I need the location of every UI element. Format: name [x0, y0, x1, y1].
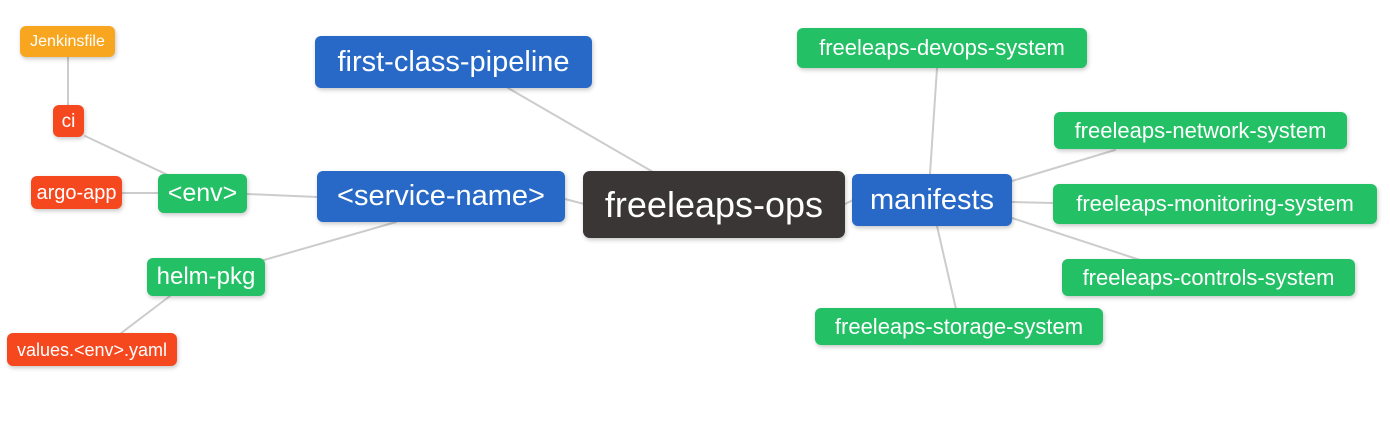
node-argo-app[interactable]: argo-app [31, 176, 122, 209]
edge-manifests-freeleaps-monitoring-system [1011, 201, 1054, 204]
node-freeleaps-monitoring-system[interactable]: freeleaps-monitoring-system [1053, 184, 1377, 224]
node-freeleaps-ops[interactable]: freeleaps-ops [583, 171, 845, 238]
node-freeleaps-controls-system[interactable]: freeleaps-controls-system [1062, 259, 1355, 296]
edge-helm-pkg-values-env-yaml [119, 295, 171, 335]
edge-first-class-pipeline-freeleaps-ops [507, 87, 654, 173]
edge-service-name-helm-pkg [263, 221, 397, 261]
edge-env-service-name [246, 193, 318, 198]
edge-manifests-freeleaps-network-system [1011, 149, 1116, 182]
node-env[interactable]: <env> [158, 174, 247, 213]
node-freeleaps-storage-system[interactable]: freeleaps-storage-system [815, 308, 1103, 345]
node-manifests[interactable]: manifests [852, 174, 1012, 226]
node-helm-pkg[interactable]: helm-pkg [147, 258, 265, 296]
node-service-name[interactable]: <service-name> [317, 171, 565, 222]
node-ci[interactable]: ci [53, 105, 84, 137]
node-values-env-yaml[interactable]: values.<env>.yaml [7, 333, 177, 366]
node-freeleaps-network-system[interactable]: freeleaps-network-system [1054, 112, 1347, 149]
edge-service-name-freeleaps-ops [564, 198, 585, 205]
edge-ci-env [84, 135, 171, 177]
edge-manifests-freeleaps-devops-system [929, 67, 938, 175]
node-jenkinsfile[interactable]: Jenkinsfile [20, 26, 115, 57]
node-freeleaps-devops-system[interactable]: freeleaps-devops-system [797, 28, 1087, 68]
edge-manifests-freeleaps-controls-system [1011, 217, 1141, 261]
node-first-class-pipeline[interactable]: first-class-pipeline [315, 36, 592, 88]
edge-manifests-freeleaps-storage-system [936, 225, 957, 310]
edge-freeleaps-ops-manifests [844, 199, 854, 205]
